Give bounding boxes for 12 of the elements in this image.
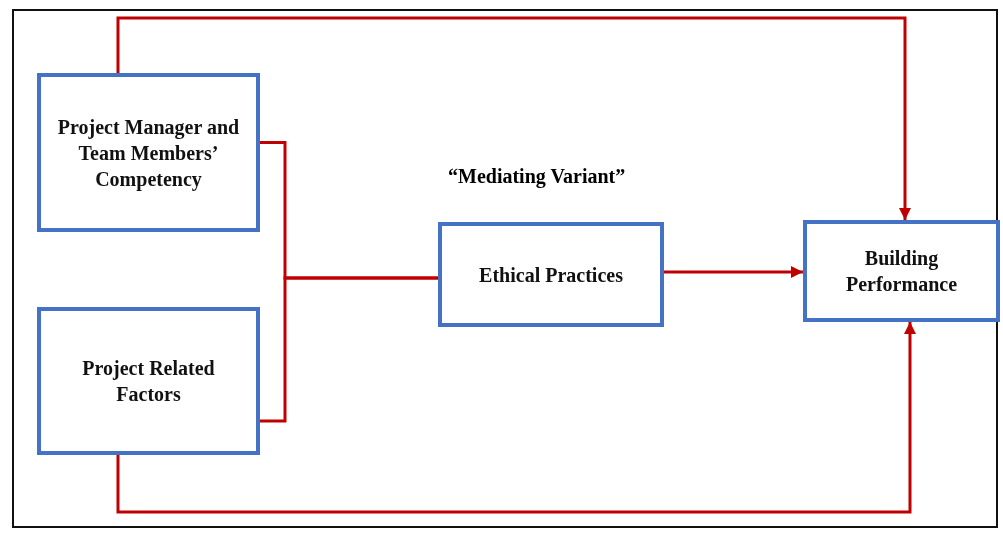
mediator-label: “Mediating Variant” <box>448 165 626 188</box>
box-label: Building Performance <box>844 246 958 297</box>
process-box <box>438 222 664 327</box>
box-label: Ethical Practices <box>478 262 624 288</box>
connector-arrow <box>116 322 916 514</box>
process-box <box>803 220 1000 322</box>
box-label: Project Related Factors <box>81 356 216 407</box>
process-box <box>37 73 260 232</box>
process-box <box>37 307 260 455</box>
box-label: Project Manager and Team Members’ Competency <box>56 114 241 192</box>
connector-arrow <box>664 266 803 278</box>
connector-arrow <box>116 16 911 220</box>
